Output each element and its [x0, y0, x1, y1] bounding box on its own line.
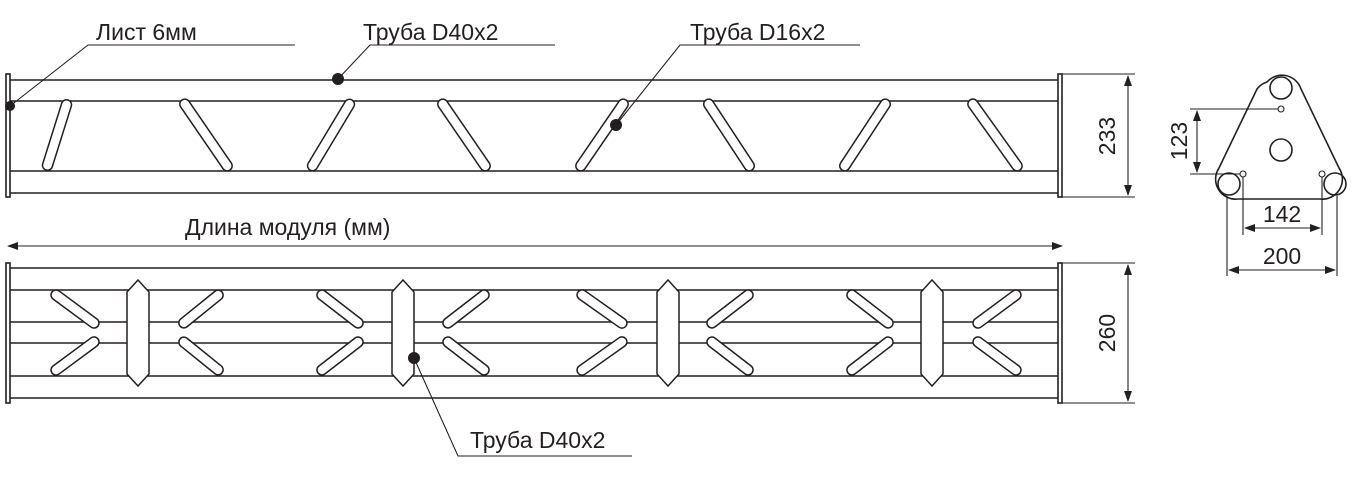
top-posts — [126, 278, 944, 388]
chord-tube-left — [1217, 172, 1241, 196]
label-module-length: Длина модуля (мм) — [185, 214, 390, 240]
top-brace-6 — [316, 336, 364, 376]
top-end-plate-left — [5, 262, 11, 404]
top-post-4 — [920, 278, 944, 388]
dim-arrow-142-right — [1310, 224, 1321, 232]
top-brace-1 — [50, 289, 100, 329]
top-brace-8 — [442, 336, 490, 376]
dim-arrow-142-left — [1244, 224, 1255, 232]
chord-tube-right — [1323, 172, 1347, 196]
side-brace-8 — [967, 98, 1023, 172]
dim-section-inner: 142 — [1263, 201, 1301, 227]
dim-arrow-123-bottom — [1193, 162, 1201, 173]
dim-side-height: 233 — [1094, 117, 1120, 155]
side-brace-5 — [575, 98, 629, 172]
dim-arrow-length-right — [1052, 242, 1063, 250]
label-tube-main-top: Труба D40x2 — [363, 19, 498, 45]
dim-top-height: 260 — [1094, 314, 1120, 352]
top-braces — [50, 289, 1022, 376]
bolt-hole-top — [1277, 105, 1285, 113]
module-length-dimension: Длина модуля (мм) — [7, 214, 1063, 250]
dim-arrow-233-bottom — [1124, 185, 1132, 196]
end-plate-right — [1057, 73, 1063, 198]
top-end-plate-right — [1057, 262, 1063, 404]
top-post-1 — [126, 278, 150, 388]
callout-line-tube-main-top — [337, 44, 555, 80]
top-brace-11 — [706, 289, 754, 329]
label-sheet: Лист 6мм — [96, 19, 197, 45]
bolt-hole-right — [1318, 170, 1326, 178]
center-hole — [1269, 138, 1293, 162]
end-plate-left — [5, 73, 11, 198]
top-brace-5 — [316, 289, 364, 329]
label-tube-brace: Труба D16x2 — [690, 19, 825, 45]
dim-arrow-233-top — [1124, 75, 1132, 86]
dim-section-width: 200 — [1263, 243, 1301, 269]
callout-line-tube-brace — [615, 44, 860, 126]
top-post-2 — [391, 278, 415, 388]
callout-line-sheet — [9, 44, 295, 107]
dim-arrow-200-right — [1325, 266, 1336, 274]
callout-line-tube-main-bottom — [413, 357, 632, 457]
dim-arrow-length-left — [7, 242, 18, 250]
side-brace-7 — [838, 98, 892, 172]
cross-section-view: 123 142 200 — [1166, 74, 1347, 276]
side-brace-6 — [702, 98, 756, 172]
top-brace-4 — [178, 336, 224, 376]
dim-arrow-123-top — [1193, 110, 1201, 121]
top-brace-12 — [706, 336, 754, 376]
side-view: Лист 6мм Труба D40x2 Труба D16x2 233 — [5, 19, 1135, 198]
dim-arrow-200-left — [1228, 266, 1239, 274]
top-brace-16 — [972, 336, 1022, 376]
bolt-hole-left — [1239, 170, 1247, 178]
top-brace-2 — [50, 336, 100, 376]
dim-arrow-260-bottom — [1124, 391, 1132, 402]
top-brace-14 — [846, 336, 894, 376]
side-brace-3 — [306, 98, 356, 172]
side-brace-2 — [179, 98, 233, 172]
triangular-plate — [1214, 74, 1344, 200]
top-view: Труба D40x2 260 — [5, 262, 1135, 457]
side-braces — [41, 98, 1023, 172]
dim-arrow-260-top — [1124, 264, 1132, 275]
top-brace-15 — [972, 289, 1022, 329]
chord-tube-top — [1269, 76, 1293, 100]
top-brace-13 — [846, 289, 894, 329]
side-brace-1 — [41, 99, 73, 171]
top-brace-3 — [178, 289, 224, 329]
top-post-3 — [656, 278, 680, 388]
top-brace-10 — [576, 336, 628, 376]
label-tube-main-bottom: Труба D40x2 — [470, 427, 605, 453]
top-brace-7 — [442, 289, 490, 329]
dim-section-offset: 123 — [1166, 122, 1192, 160]
side-brace-4 — [437, 98, 491, 172]
top-brace-9 — [576, 289, 628, 329]
